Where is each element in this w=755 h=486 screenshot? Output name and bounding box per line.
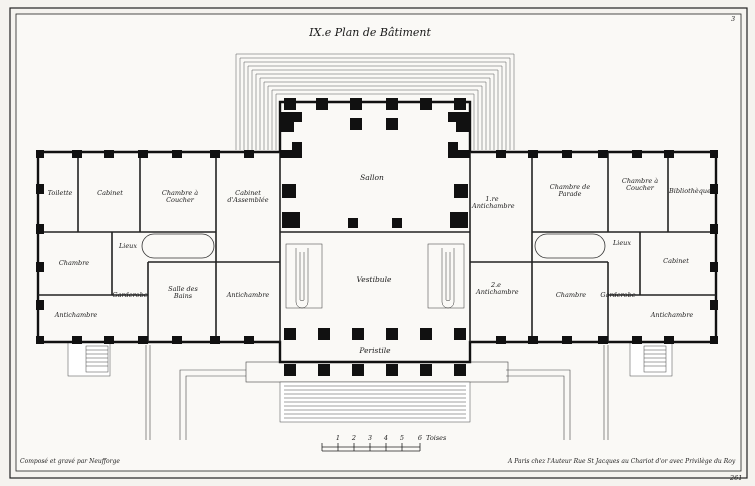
room-peristile: Peristile xyxy=(359,346,391,355)
room-cabinet-assemblee: Cabinet d'Assemblée xyxy=(227,189,269,204)
room-garderobe-right: Garderobe xyxy=(600,291,636,299)
publisher-credit: A Paris chez l'Auteur Rue St Jacques au … xyxy=(508,458,736,465)
engraver-credit: Composé et gravé par Neufforge xyxy=(20,458,120,465)
page-number: 261 xyxy=(730,474,743,482)
facade-piers xyxy=(36,150,718,344)
room-antichambre-right-low: Antichambre xyxy=(650,311,694,319)
room-chambre-de-parade: Chambre de Parade xyxy=(549,183,591,198)
scale-number: 3 xyxy=(367,434,373,442)
scale-number: 2 xyxy=(351,434,357,442)
room-bibliotheque: Bibliothèque xyxy=(669,187,711,195)
room-antichambre-left-mid: Antichambre xyxy=(226,291,270,299)
outer-border xyxy=(9,7,748,479)
interior-partitions xyxy=(38,152,716,342)
salon-piers xyxy=(280,112,470,228)
scale-number: 1 xyxy=(335,434,341,442)
plate-number: 3 xyxy=(731,15,736,23)
scale-number: 4 xyxy=(383,434,389,442)
columns xyxy=(284,98,466,376)
bed-alcoves xyxy=(141,233,606,259)
room-lieux-right: Lieux xyxy=(612,239,632,247)
room-vestibule: Vestibule xyxy=(356,275,392,284)
room-salle-des-bains: Salle des Bains xyxy=(168,285,198,300)
scale-number: 6 xyxy=(417,434,423,442)
room-lieux-left: Lieux xyxy=(118,242,138,250)
room-cabinet-right: Cabinet xyxy=(663,257,689,265)
scale-bar xyxy=(321,443,421,452)
rear-steps xyxy=(235,53,515,150)
room-cabinet-left: Cabinet xyxy=(97,189,123,197)
room-antichambre-left-low: Antichambre xyxy=(54,311,98,319)
front-steps xyxy=(279,381,471,423)
room-sallon: Sallon xyxy=(360,173,384,182)
room-chambre-a-coucher-right: Chambre à Coucher xyxy=(621,177,659,192)
room-second-antichambre: 2.e Antichambre xyxy=(476,281,519,296)
room-toilette: Toilette xyxy=(47,189,73,197)
room-chambre-a-coucher-left: Chambre à Coucher xyxy=(161,189,199,204)
room-chambre-left: Chambre xyxy=(58,259,90,267)
scale-unit: Toises xyxy=(426,434,447,442)
staircases xyxy=(285,243,465,309)
side-steps xyxy=(67,341,673,377)
scale-number: 5 xyxy=(399,434,405,442)
room-chambre-right: Chambre xyxy=(555,291,587,299)
room-first-antichambre: 1.re Antichambre xyxy=(472,195,515,210)
plan-title: IX.e Plan de Bâtiment xyxy=(309,26,431,39)
room-garderobe-left: Garderobe xyxy=(112,291,148,299)
